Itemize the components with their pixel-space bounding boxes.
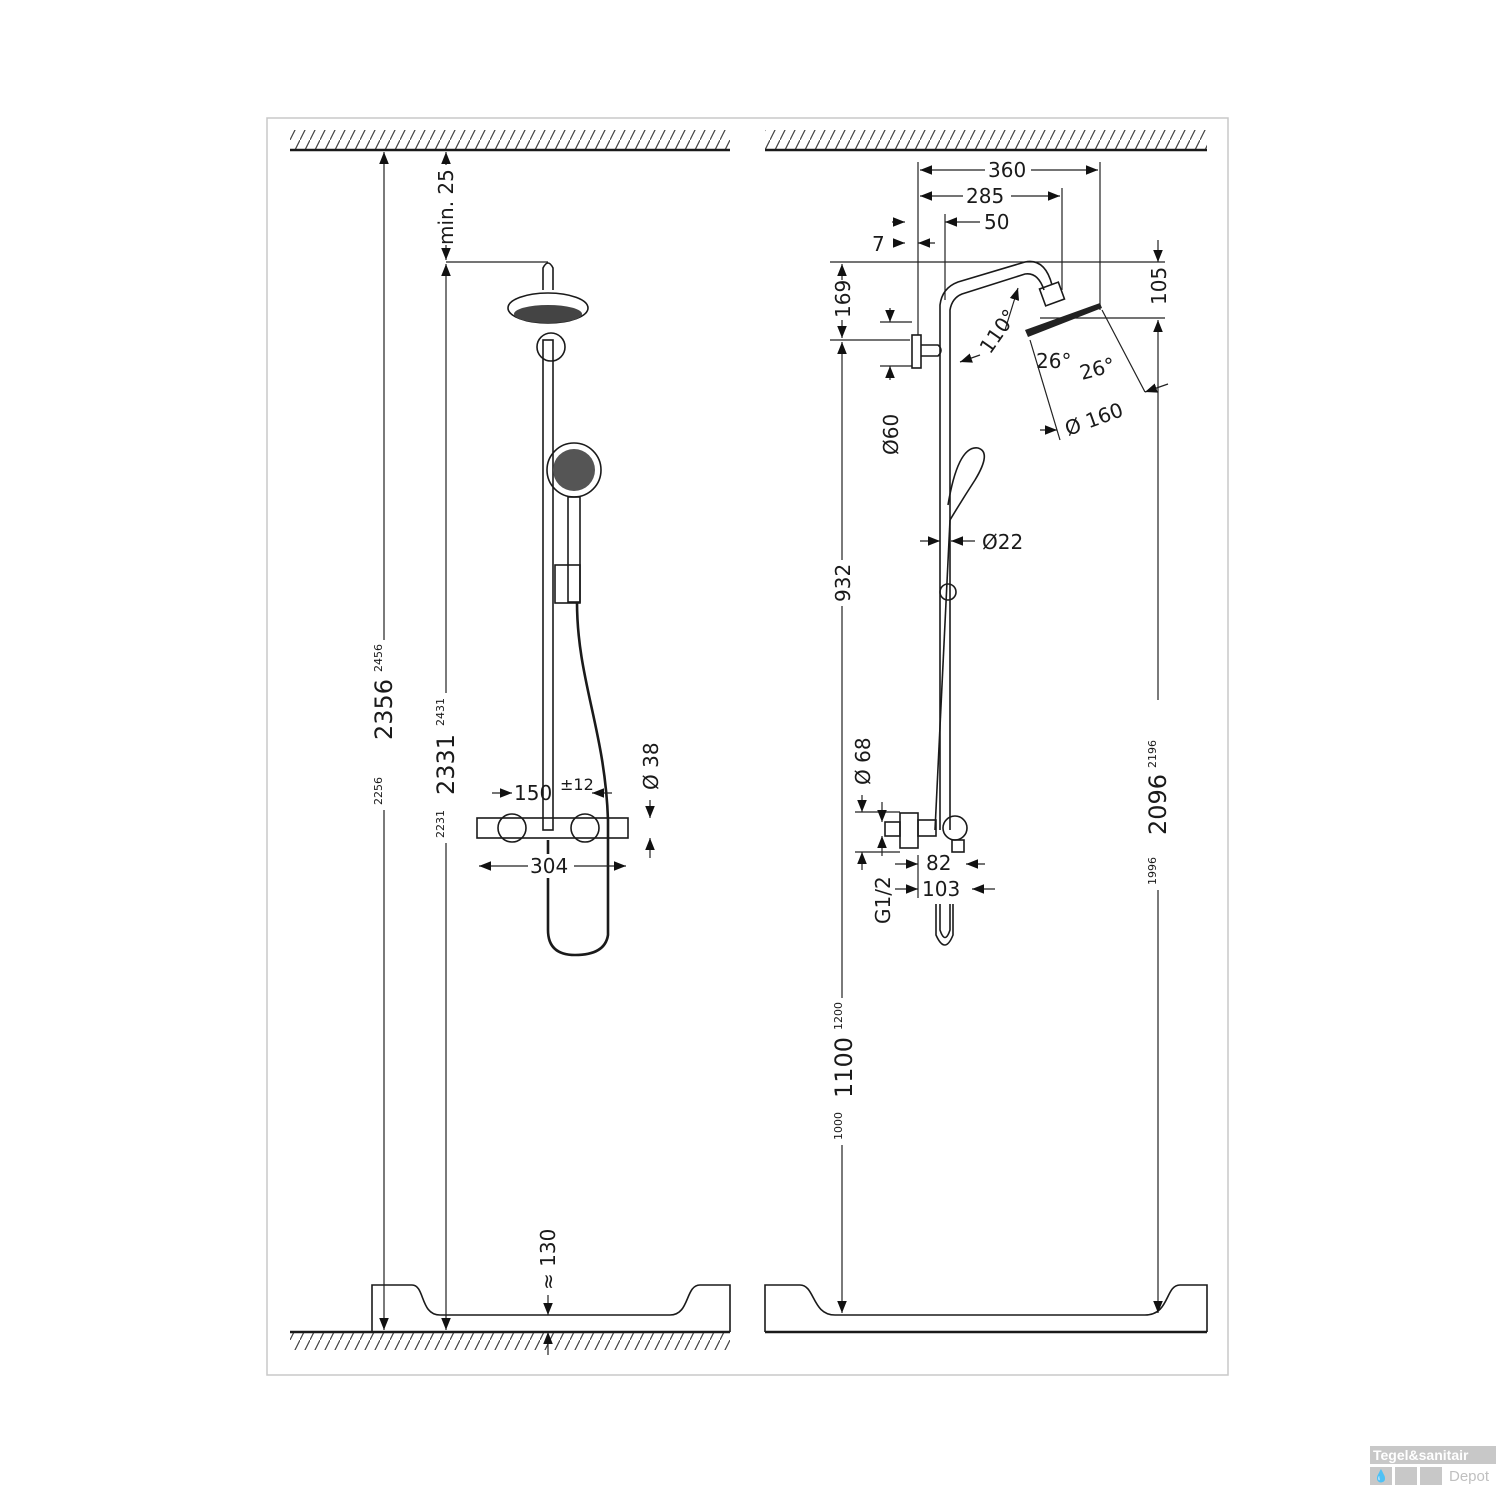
hand-shower-front: [546, 442, 610, 957]
head-height-max: 2196: [1146, 740, 1159, 768]
head-diameter-label: Ø 160: [1062, 398, 1127, 441]
projection-head-label: 285: [966, 184, 1004, 208]
mixer-height-label: 1100: [830, 1037, 858, 1098]
arm-offset-label: 50: [984, 210, 1009, 234]
mixer-height-max: 1200: [832, 1002, 845, 1030]
shower-tray: [764, 1284, 1208, 1332]
head-drop-label: 105: [1147, 267, 1171, 305]
ceiling-hatch: [290, 130, 730, 150]
tile-icon: [1420, 1467, 1442, 1485]
mixer-center-distance-label: 150: [514, 781, 552, 805]
overhead-shower-side: [1025, 281, 1102, 337]
overhead-shower-front: [507, 262, 589, 362]
projection-total-label: 360: [988, 158, 1026, 182]
total-height-label: 2356: [370, 679, 398, 740]
mixer-diameter-label: Ø 38: [639, 742, 663, 790]
mixer-width-label: 304: [530, 854, 568, 878]
tray-height-label: ≈ 130: [536, 1229, 560, 1290]
mixer-tolerance-label: ±12: [560, 775, 594, 794]
rail-length-label: 932: [831, 564, 855, 602]
bracket-diameter-label: Ø60: [879, 414, 903, 455]
left-front-view: 2356 2256 2456 min. 25 2331 2231 2431: [290, 130, 731, 1355]
watermark-line2: Depot: [1449, 1467, 1490, 1485]
mixer-height-min: 1000: [832, 1112, 845, 1140]
shower-arm-inner: [949, 273, 1045, 830]
head-angle-2-label: 26°: [1077, 352, 1117, 384]
shower-rail: [542, 339, 554, 831]
drop-icon: 💧: [1370, 1467, 1392, 1485]
connection-thread-label: G1/2: [871, 876, 895, 924]
head-height-min: 1996: [1146, 857, 1159, 885]
rail-height-max: 2431: [434, 698, 447, 726]
head-height-label: 2096: [1144, 774, 1172, 835]
rail-diameter-label: Ø22: [982, 530, 1023, 554]
valve-diameter-label: Ø 68: [851, 737, 875, 785]
right-side-view: 360 285 50 7 169 932 1100 1000 1200 Ø60 …: [764, 130, 1208, 1334]
watermark-line1: Tegel&sanitair: [1370, 1446, 1496, 1464]
arm-angle-label: 110°: [974, 305, 1021, 358]
total-height-max: 2456: [372, 644, 385, 672]
rail-height-min: 2231: [434, 810, 447, 838]
drawing-frame: [266, 117, 1229, 1376]
shower-tray: [371, 1284, 731, 1332]
wall-bracket-side: [911, 334, 942, 369]
rail-height-label: 2331: [432, 734, 460, 795]
ceiling-hatch: [765, 130, 1207, 150]
depth-1-label: 82: [926, 851, 951, 875]
depth-2-label: 103: [922, 877, 960, 901]
mixer-side: [884, 812, 968, 946]
bracket-offset-label: 7: [872, 232, 885, 256]
head-angle-1-label: 26°: [1036, 349, 1071, 373]
bracket-height-label: 169: [831, 280, 855, 318]
total-height-min: 2256: [372, 777, 385, 805]
shower-arm-outer: [939, 260, 1053, 830]
tile-icon: [1395, 1467, 1417, 1485]
ceiling-clearance-label: min. 25: [434, 169, 458, 245]
hand-shower-side: [934, 447, 986, 831]
watermark-logo: Tegel&sanitair 💧 Depot: [1370, 1446, 1496, 1485]
floor-hatch: [290, 1332, 730, 1350]
thermostat-mixer-front: [476, 813, 629, 843]
